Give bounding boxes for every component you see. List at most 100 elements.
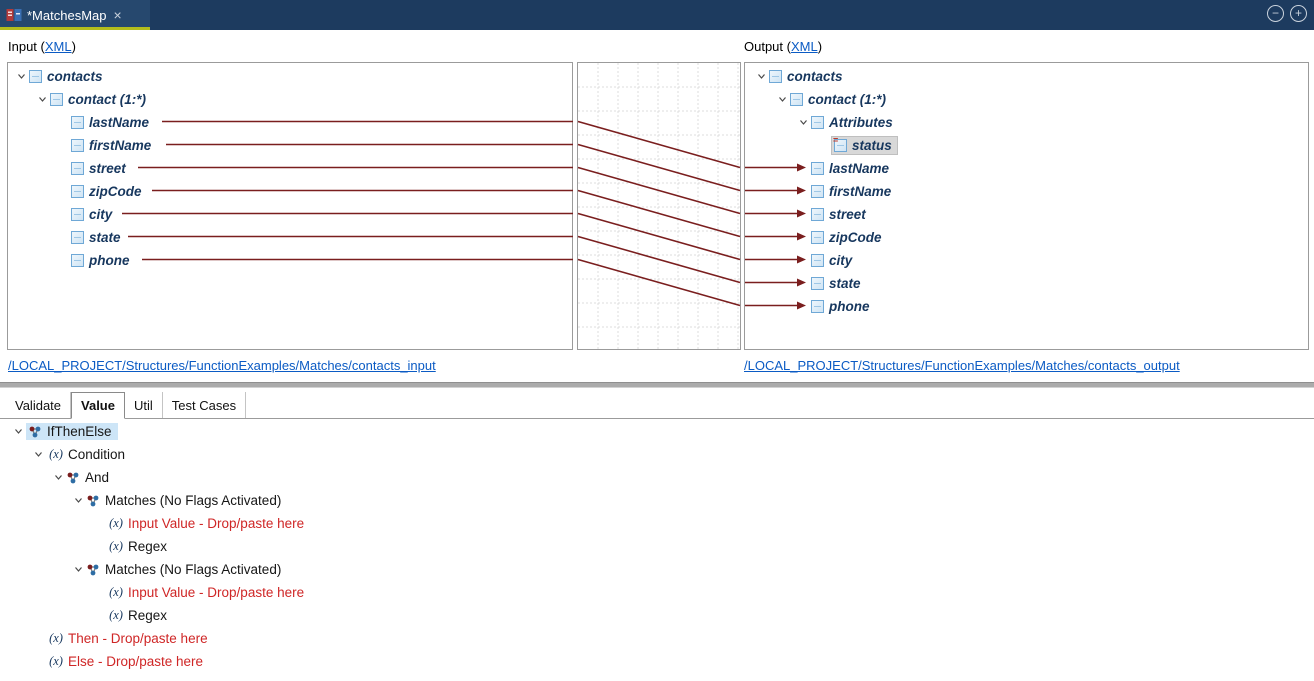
fx-icon: (x) <box>109 539 123 553</box>
tab-util[interactable]: Util <box>125 392 163 418</box>
tree-node-label: street <box>89 161 126 176</box>
chevron-down-icon[interactable] <box>34 95 50 104</box>
tree-node-state[interactable]: state <box>8 226 572 249</box>
fn-node-label: IfThenElse <box>47 424 112 439</box>
tree-node-lastname[interactable]: lastName <box>745 157 1308 180</box>
fn-node-label: Input Value - Drop/paste here <box>128 516 305 531</box>
expand-all-button[interactable]: + <box>1290 5 1307 22</box>
tree-node-lastname[interactable]: lastName <box>8 111 572 134</box>
fn-node-label: Else - Drop/paste here <box>68 654 204 669</box>
fx-icon: (x) <box>49 654 63 668</box>
xml-element-icon <box>769 70 782 83</box>
tree-node-label: contact (1:*) <box>808 92 887 107</box>
fn-node-matches-1[interactable]: Matches (No Flags Activated) <box>0 489 1314 512</box>
tree-node-label: zipCode <box>89 184 142 199</box>
tree-node-street[interactable]: street <box>8 157 572 180</box>
fn-node-label: Matches (No Flags Activated) <box>105 562 282 577</box>
input-schema-panel: contacts contact (1:*) lastName firstNam… <box>7 62 573 350</box>
document-tab-matchesmap[interactable]: *MatchesMap × <box>0 0 150 30</box>
chevron-down-icon[interactable] <box>13 72 29 81</box>
fn-node-matches-2[interactable]: Matches (No Flags Activated) <box>0 558 1314 581</box>
tree-node-contacts[interactable]: contacts <box>8 65 572 88</box>
chevron-down-icon[interactable] <box>10 427 26 436</box>
output-xml-link[interactable]: XML <box>790 39 818 54</box>
chevron-down-icon[interactable] <box>70 565 86 574</box>
xml-element-icon <box>811 208 824 221</box>
tree-node-label: lastName <box>829 161 890 176</box>
tree-node-city[interactable]: city <box>745 249 1308 272</box>
fn-node-and[interactable]: And <box>0 466 1314 489</box>
tree-node-label: contacts <box>787 69 843 84</box>
fn-node-regex-1[interactable]: (x) Regex <box>0 535 1314 558</box>
tree-node-city[interactable]: city <box>8 203 572 226</box>
fn-node-then[interactable]: (x) Then - Drop/paste here <box>0 627 1314 650</box>
output-schema-panel: contacts contact (1:*) Attributes status… <box>744 62 1309 350</box>
tree-node-label: lastName <box>89 115 150 130</box>
fn-node-label: Then - Drop/paste here <box>68 631 208 646</box>
fn-node-else[interactable]: (x) Else - Drop/paste here <box>0 650 1314 673</box>
fn-node-input-value-2[interactable]: (x) Input Value - Drop/paste here <box>0 581 1314 604</box>
tree-node-firstname[interactable]: firstName <box>8 134 572 157</box>
function-pane-tabs: Validate Value Util Test Cases <box>0 392 1314 419</box>
fn-node-condition[interactable]: (x) Condition <box>0 443 1314 466</box>
tab-validate[interactable]: Validate <box>6 392 72 418</box>
tree-node-phone[interactable]: phone <box>8 249 572 272</box>
fn-node-ifthenelse[interactable]: IfThenElse <box>0 420 1314 443</box>
output-header: Output (XML) <box>744 39 822 54</box>
xml-element-icon <box>790 93 803 106</box>
tree-node-zipcode[interactable]: zipCode <box>745 226 1308 249</box>
xml-element-icon <box>811 162 824 175</box>
tree-node-attributes[interactable]: Attributes <box>745 111 1308 134</box>
connector-canvas-panel <box>577 62 741 350</box>
chevron-down-icon[interactable] <box>774 95 790 104</box>
tree-node-contact[interactable]: contact (1:*) <box>745 88 1308 111</box>
tab-test-cases[interactable]: Test Cases <box>163 392 247 418</box>
tree-node-zipcode[interactable]: zipCode <box>8 180 572 203</box>
tree-node-phone[interactable]: phone <box>745 295 1308 318</box>
tree-node-contacts[interactable]: contacts <box>745 65 1308 88</box>
chevron-down-icon[interactable] <box>50 473 66 482</box>
output-structure-link[interactable]: /LOCAL_PROJECT/Structures/FunctionExampl… <box>744 358 1180 373</box>
tab-value[interactable]: Value <box>71 392 125 419</box>
fn-node-label: Regex <box>128 608 168 623</box>
fn-node-label: Condition <box>68 447 126 462</box>
tree-node-label: firstName <box>829 184 892 199</box>
chevron-down-icon[interactable] <box>795 118 811 127</box>
xml-element-icon <box>50 93 63 106</box>
xml-attribute-icon <box>833 135 847 152</box>
tree-node-label: contacts <box>47 69 103 84</box>
fn-node-label: Input Value - Drop/paste here <box>128 585 305 600</box>
tree-node-label: zipCode <box>829 230 882 245</box>
function-tree: IfThenElse (x) Condition And Matches (No… <box>0 420 1314 681</box>
tree-node-label: status <box>852 138 892 153</box>
input-xml-link[interactable]: XML <box>44 39 72 54</box>
input-header: Input (XML) <box>8 39 76 54</box>
tree-node-status-selected[interactable]: status <box>745 134 1308 157</box>
chevron-down-icon[interactable] <box>70 496 86 505</box>
active-tab-underline <box>0 27 150 30</box>
input-header-label: Input ( <box>8 39 45 54</box>
fn-node-regex-2[interactable]: (x) Regex <box>0 604 1314 627</box>
document-tab-title: *MatchesMap <box>27 7 107 23</box>
xml-element-icon <box>71 162 84 175</box>
xml-element-icon <box>811 254 824 267</box>
tree-node-label: city <box>829 253 853 268</box>
xml-element-icon <box>811 185 824 198</box>
close-tab-icon[interactable]: × <box>113 7 122 23</box>
chevron-down-icon[interactable] <box>30 450 46 459</box>
xml-element-icon <box>71 185 84 198</box>
input-structure-link[interactable]: /LOCAL_PROJECT/Structures/FunctionExampl… <box>8 358 436 373</box>
tree-node-contact[interactable]: contact (1:*) <box>8 88 572 111</box>
tree-node-street[interactable]: street <box>745 203 1308 226</box>
tree-node-state[interactable]: state <box>745 272 1308 295</box>
tree-node-label: street <box>829 207 866 222</box>
collapse-all-button[interactable]: − <box>1267 5 1284 22</box>
fx-icon: (x) <box>109 608 123 622</box>
tree-node-label: contact (1:*) <box>68 92 147 107</box>
tree-node-firstname[interactable]: firstName <box>745 180 1308 203</box>
chevron-down-icon[interactable] <box>753 72 769 81</box>
tree-node-label: phone <box>829 299 870 314</box>
horizontal-splitter[interactable] <box>0 382 1314 388</box>
fn-node-input-value-1[interactable]: (x) Input Value - Drop/paste here <box>0 512 1314 535</box>
